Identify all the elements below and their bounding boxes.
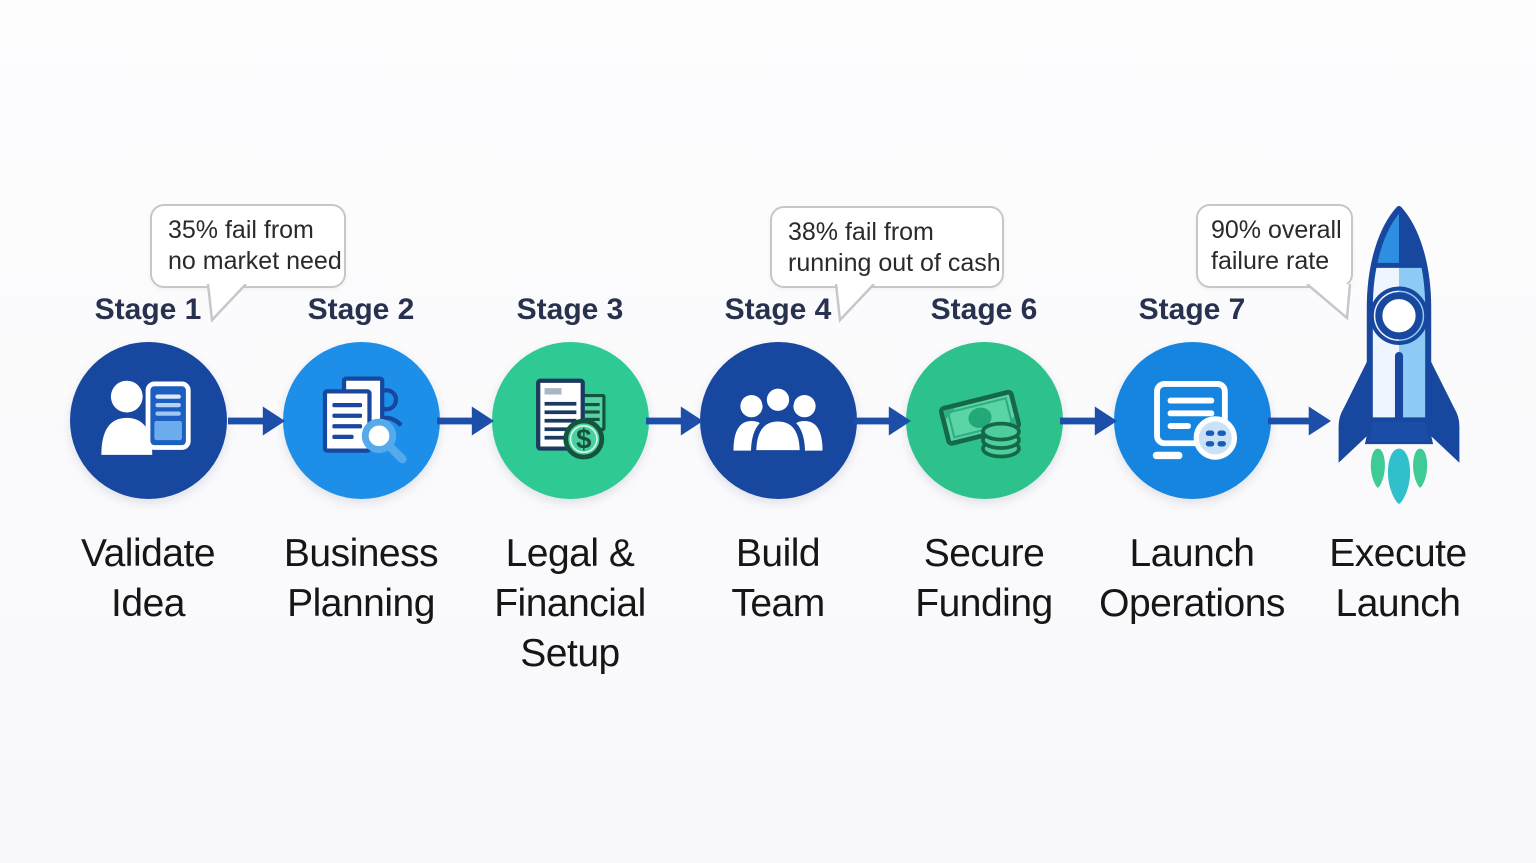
stage-1-title: Stage 1	[94, 293, 202, 326]
stage-2-circle	[282, 342, 440, 499]
cash-coins-icon	[931, 368, 1037, 474]
arrow-stage2-to-stage3	[437, 403, 495, 444]
stage-3-label: Legal & Financial Setup	[494, 532, 646, 675]
stage-7-title: Stage 7	[1138, 293, 1246, 326]
stage-4-title: Stage 4	[724, 293, 832, 326]
document-dollar-icon: $	[517, 368, 623, 474]
arrow-stage1-to-stage2	[228, 403, 286, 444]
callout-no-market-need: 35% fail from no market need	[150, 204, 346, 288]
stage-4-column: Stage 4 Build Team	[673, 292, 883, 629]
callout-tail-1	[204, 283, 250, 329]
stage-2-title: Stage 2	[307, 293, 415, 326]
stage-3-column: Stage 3 $	[465, 292, 675, 679]
stage-1-label: Validate Idea	[80, 532, 216, 625]
stage-1-circle	[69, 342, 227, 499]
arrow-stage3-to-stage4	[646, 403, 704, 444]
stage-7-column: Stage 7 Launch Operations	[1087, 292, 1297, 629]
stage-6-title: Stage 6	[930, 293, 1038, 326]
stage-7-circle	[1113, 342, 1271, 499]
person-profile-icon	[95, 368, 201, 474]
arrow-stage4-to-stage6	[854, 403, 912, 444]
stage-6-label: Secure Funding	[915, 532, 1053, 625]
rocket-icon	[1333, 203, 1465, 505]
stage-6-column: Stage 6 Secure Funding	[879, 292, 1089, 629]
arrow-stage6-to-stage7	[1060, 403, 1118, 444]
stage-2-label: Business Planning	[283, 532, 439, 625]
stage-4-circle	[699, 342, 857, 499]
arrow-stage7-to-rocket	[1268, 403, 1332, 444]
final-stage-label: Execute Launch	[1329, 532, 1467, 625]
callout-tail-3	[1303, 283, 1353, 329]
callout-out-of-cash: 38% fail from running out of cash	[770, 206, 1004, 288]
stage-4-label: Build Team	[731, 532, 825, 625]
svg-text:$: $	[576, 423, 591, 454]
callout-tail-2	[832, 283, 878, 329]
team-icon	[725, 368, 831, 474]
documents-magnifier-icon	[308, 368, 414, 474]
stage-1-column: Stage 1 Validate Idea	[43, 292, 253, 629]
stage-3-title: Stage 3	[516, 293, 624, 326]
callout-overall-failure: 90% overall failure rate	[1196, 204, 1353, 288]
stage-6-circle	[905, 342, 1063, 499]
stage-3-circle: $	[491, 342, 649, 499]
dashboard-icon	[1139, 368, 1245, 474]
stage-2-column: Stage 2 Business Planning	[256, 292, 466, 629]
stage-7-label: Launch Operations	[1099, 532, 1285, 625]
